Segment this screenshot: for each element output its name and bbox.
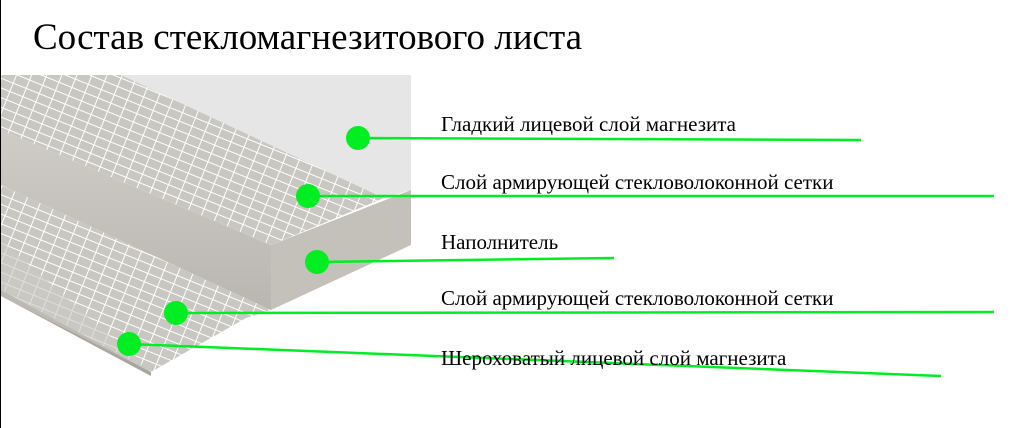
- label-mesh-top: Слой армирующей стекловолоконной сетки: [441, 170, 834, 194]
- label-smooth-magnesite: Гладкий лицевой слой магнезита: [441, 112, 736, 136]
- label-rough-magnesite: Шероховатый лицевой слой магнезита: [441, 346, 787, 370]
- marker-dot: [164, 301, 188, 325]
- bottom-front-strip: [1, 240, 151, 372]
- filler-front-face: [1, 130, 271, 310]
- marker-dot: [117, 332, 141, 356]
- smooth-face: [121, 75, 411, 198]
- mesh-top-face: [1, 75, 384, 245]
- marker-dot: [296, 184, 320, 208]
- diagram-title: Состав стекломагнезитового листа: [33, 17, 583, 58]
- label-mesh-bottom: Слой армирующей стекловолоконной сетки: [441, 286, 834, 310]
- callouts: [117, 126, 995, 378]
- filler-side-face: [271, 190, 411, 310]
- marker-dot: [305, 250, 329, 274]
- marker-dot: [346, 126, 370, 150]
- label-filler: Наполнитель: [441, 230, 559, 254]
